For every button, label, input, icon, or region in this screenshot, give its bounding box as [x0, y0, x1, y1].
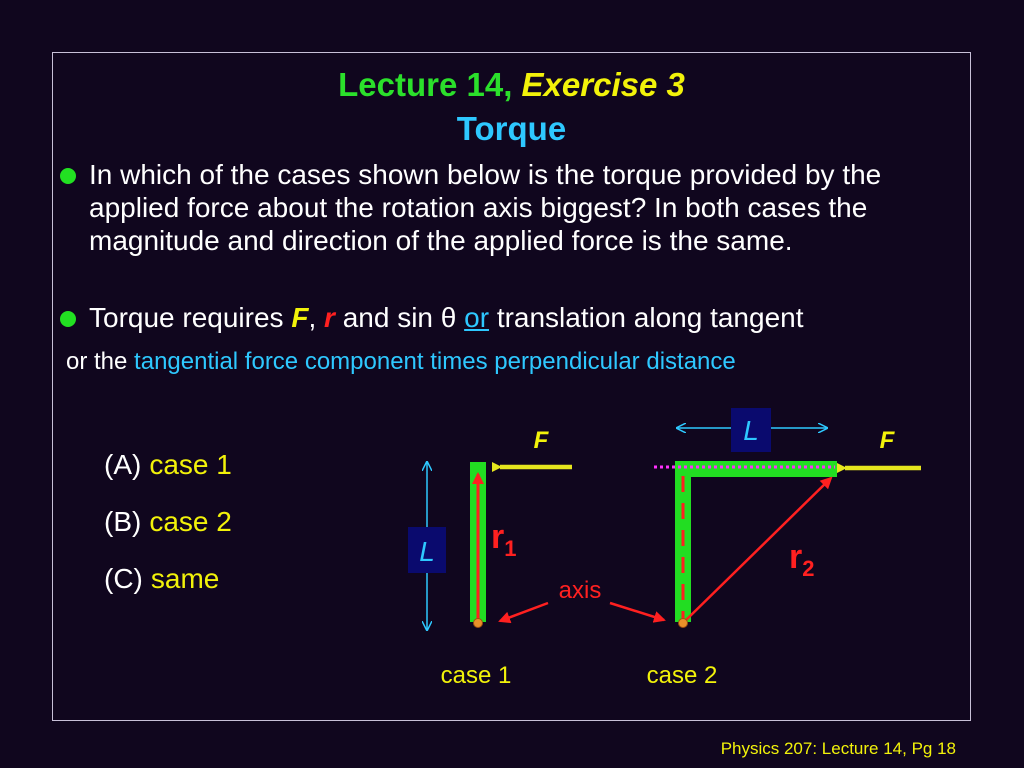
case2-radius-vector	[684, 476, 833, 622]
axis-pointer-case1	[498, 601, 549, 624]
title-emphasis: Exercise 3	[521, 66, 685, 103]
tangential-line: or the tangential force component times …	[66, 348, 736, 376]
choice-answer: case 1	[149, 449, 232, 480]
case1-force-label: F	[534, 427, 550, 454]
bullet-dot-icon	[60, 168, 76, 184]
comma: ,	[308, 302, 317, 333]
and-sin-theta: and sin θ	[342, 302, 457, 333]
choice-letter: (A)	[104, 449, 142, 480]
bullet-torque-requires: Torque requires F, r and sin θ or transl…	[60, 301, 960, 334]
or-link[interactable]: or	[464, 302, 490, 333]
case1-length-label: L	[419, 536, 435, 567]
choice-answer: case 2	[149, 506, 232, 537]
axis-pointer-case2	[609, 601, 666, 623]
choice-letter: (B)	[104, 506, 142, 537]
bullet-question: In which of the cases shown below is the…	[60, 158, 960, 257]
case2-force-label: F	[880, 427, 896, 454]
slide-title: Lecture 14, Exercise 3	[52, 66, 971, 104]
slide-subtitle: Torque	[456, 110, 567, 147]
slide-frame	[52, 52, 971, 721]
case2-axis-point	[678, 618, 688, 628]
case1-axis-point	[473, 618, 483, 628]
choice-a[interactable]: (A)case 1	[104, 449, 232, 481]
case2-horizontal-rod	[675, 461, 837, 477]
tangential-highlight: tangential force component times perpend…	[134, 348, 736, 375]
r2-label: r2	[789, 538, 814, 581]
choice-letter: (C)	[104, 563, 143, 594]
torque-requires-label: Torque requires	[89, 302, 284, 333]
or-the-text: or the	[66, 348, 128, 375]
case1-label: case 1	[441, 662, 512, 689]
r1-label: r1	[491, 518, 516, 561]
choice-c[interactable]: (C)same	[104, 563, 219, 595]
axis-label: axis	[559, 577, 602, 604]
case1-length-box	[408, 527, 446, 573]
bullet-question-text: In which of the cases shown below is the…	[89, 159, 882, 256]
choice-b[interactable]: (B)case 2	[104, 506, 232, 538]
choice-answer: same	[150, 563, 220, 594]
title-prefix: Lecture 14,	[338, 66, 513, 103]
bullet-dot-icon	[60, 311, 76, 327]
case2-label: case 2	[647, 662, 718, 689]
var-r: r	[324, 302, 335, 333]
bullet-torque-text: Torque requires F, r and sin θ or transl…	[89, 301, 960, 334]
case2-length-label: L	[743, 415, 759, 446]
var-f: F	[291, 302, 309, 333]
slide-footer: Physics 207: Lecture 14, Pg 18	[720, 739, 956, 758]
case2-length-box	[731, 408, 771, 452]
translation-text: translation along tangent	[496, 302, 804, 333]
